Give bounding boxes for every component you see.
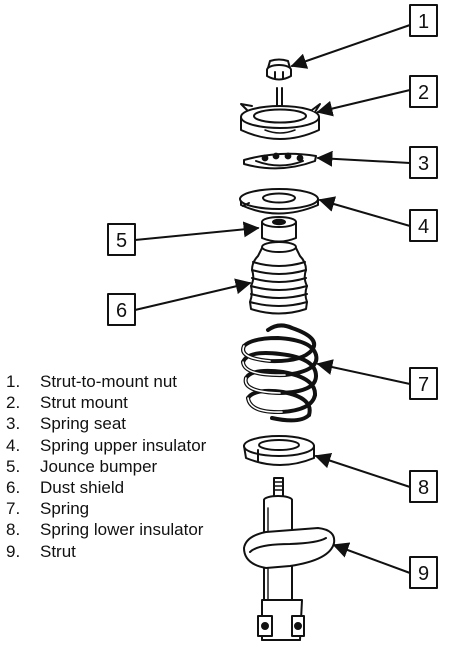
legend-number: 4. (6, 435, 21, 455)
legend-item: 8. Spring lower insulator (6, 519, 238, 540)
leader-line-5 (134, 221, 260, 241)
legend-number: 6. (6, 478, 21, 498)
dust-shield-part (249, 241, 308, 315)
leader-line-2 (316, 89, 411, 117)
callout-label-9: 9 (418, 563, 429, 585)
legend-text: Strut mount (40, 393, 128, 413)
callout-label-1: 1 (418, 11, 429, 33)
legend-number: 1. (6, 372, 21, 391)
legend-number: 9. (6, 541, 21, 561)
strut-to-mount-nut-part (266, 58, 292, 81)
legend-number: 3. (6, 414, 21, 434)
legend-item: 6. Dust shield (6, 477, 238, 498)
callout-box-6 (107, 293, 136, 326)
legend-text: Strut-to-mount nut (40, 372, 178, 391)
legend-item: 9. Strut (6, 541, 238, 562)
spring-seat-part (243, 152, 317, 170)
callout-label-8: 8 (418, 477, 429, 499)
legend-item: 2. Strut mount (6, 392, 238, 413)
strut-part (243, 477, 336, 641)
legend-text: Spring (40, 499, 90, 519)
callout-label-2: 2 (418, 82, 429, 104)
legend-item: 3. Spring seat (6, 413, 238, 434)
leader-lines (134, 24, 411, 574)
callout-box-3 (409, 146, 438, 179)
legend-item: 1. Strut-to-mount nut (6, 371, 238, 392)
spring-lower-insulator-part (243, 435, 315, 466)
strut-mount-part (240, 87, 321, 140)
legend-item: 7. Spring (6, 498, 238, 519)
callout-label-7: 7 (418, 374, 429, 396)
leader-line-4 (318, 196, 411, 227)
legend-text: Spring lower insulator (40, 520, 204, 540)
callout-box-4 (409, 209, 438, 242)
spring-highlight (242, 345, 286, 413)
leader-line-6 (134, 278, 252, 311)
callout-label-5: 5 (116, 230, 127, 252)
leader-line-7 (316, 359, 411, 385)
legend-text: Jounce bumper (40, 456, 158, 476)
callout-box-2 (409, 75, 438, 108)
callout-box-1 (409, 4, 438, 37)
legend-item: 4. Spring upper insulator (6, 435, 238, 456)
legend-item: 5. Jounce bumper (6, 456, 238, 477)
legend-number: 5. (6, 456, 21, 476)
legend-text: Dust shield (40, 478, 125, 498)
jounce-bumper-part (261, 216, 297, 243)
legend-text: Strut (40, 541, 76, 561)
callout-box-5 (107, 223, 136, 256)
callout-box-9 (409, 556, 438, 589)
callout-box-8 (409, 470, 438, 503)
callout-box-7 (409, 367, 438, 400)
leader-line-8 (314, 452, 411, 488)
callout-label-6: 6 (116, 300, 127, 322)
leader-line-3 (316, 150, 411, 167)
legend-number: 7. (6, 499, 21, 519)
parts-legend: 1. Strut-to-mount nut 2. Strut mount 3. … (6, 371, 238, 562)
legend-number: 8. (6, 520, 21, 540)
leader-line-1 (290, 24, 411, 69)
callout-label-4: 4 (418, 216, 429, 238)
callout-label-3: 3 (418, 153, 429, 175)
legend-text: Spring seat (40, 414, 126, 434)
leader-line-9 (332, 542, 411, 574)
legend-text: Spring upper insulator (40, 435, 207, 455)
callout-boxes (107, 4, 438, 589)
spring-upper-insulator-part (239, 188, 319, 215)
legend-number: 2. (6, 393, 21, 413)
